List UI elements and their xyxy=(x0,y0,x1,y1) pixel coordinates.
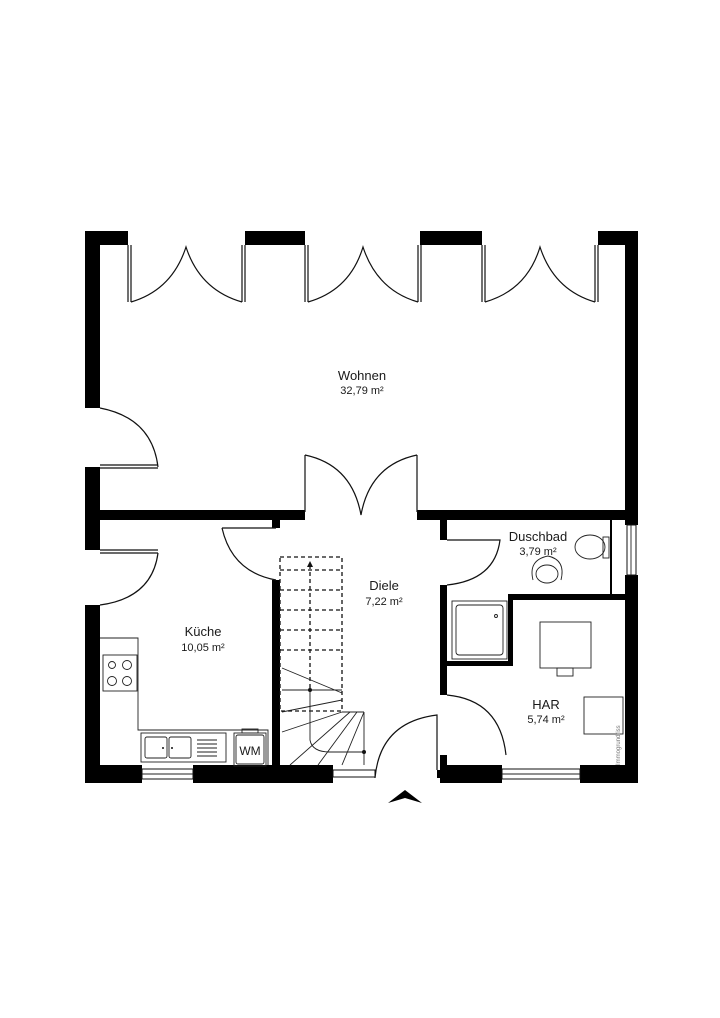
room-area: 3,79 m² xyxy=(519,546,557,558)
shower-icon xyxy=(451,600,508,660)
room-area: 7,22 m² xyxy=(365,596,403,608)
windows xyxy=(141,524,637,780)
room-area: 32,79 m² xyxy=(340,385,384,397)
room-area: 5,74 m² xyxy=(527,714,565,726)
room-area: 10,05 m² xyxy=(181,642,225,654)
stove-icon xyxy=(102,654,138,692)
washbasin-icon xyxy=(531,555,563,581)
room-name: Diele xyxy=(369,578,399,593)
room-name: Wohnen xyxy=(338,368,386,383)
room-labels: Wohnen 32,79 m² Küche 10,05 m² Diele 7,2… xyxy=(181,368,567,726)
staircase xyxy=(279,556,366,766)
kitchen-fixtures: WM xyxy=(100,637,269,767)
doors xyxy=(99,244,599,779)
sink-icon xyxy=(140,732,227,763)
appliance-box xyxy=(539,621,592,669)
appliance-box xyxy=(583,696,624,735)
toilet-icon xyxy=(574,534,606,560)
entrance-arrow-icon xyxy=(388,790,422,803)
bath-fixtures xyxy=(451,534,624,735)
walls xyxy=(85,231,638,783)
watermark: Immogrundriss xyxy=(616,725,622,765)
washing-machine-label: WM xyxy=(239,744,260,758)
room-name: Duschbad xyxy=(509,529,568,544)
room-name: Küche xyxy=(185,624,222,639)
room-name: HAR xyxy=(532,697,559,712)
